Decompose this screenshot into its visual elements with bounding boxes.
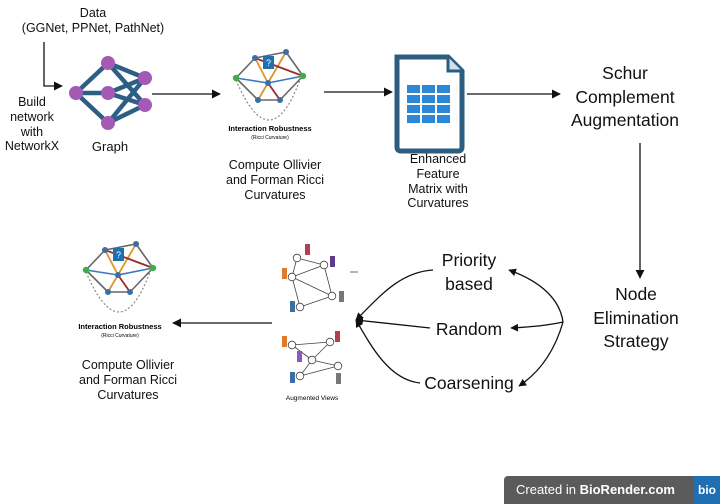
arrow-strategy-to-coarsening — [518, 321, 564, 387]
priority-based-option: Priority based — [441, 250, 497, 294]
question-mark-top: ? — [266, 58, 271, 68]
build-network-label: Build network with NetworkX — [4, 95, 60, 154]
graph-label: Graph — [91, 139, 129, 154]
interaction-robustness-label-bottom: Interaction Robustness — [78, 322, 161, 331]
arrow-coarsening-to-views — [355, 319, 421, 384]
enhanced-feature-matrix-label: Enhanced Feature Matrix with Curvatures — [407, 152, 469, 211]
ricci-curvature-icon-top: ? Interaction Robustness (Ricci Curvatur… — [228, 49, 312, 141]
data-sources-label: Data (GGNet, PPNet, PathNet) — [21, 6, 165, 35]
graph-icon — [69, 56, 152, 130]
arrow-priority-to-views — [355, 269, 434, 321]
ricci-curvature-icon-bottom: ? Interaction Robustness (Ricci Curvatur… — [78, 241, 162, 339]
arrow-strategy-to-random — [510, 321, 564, 332]
question-mark-bottom: ? — [116, 250, 121, 260]
node-elimination-strategy-label: Node Elimination Strategy — [593, 284, 679, 352]
biorender-badge-text: Created in BioRender.com — [516, 482, 675, 497]
arrow-data-to-graph — [43, 42, 63, 91]
feature-matrix-document-icon — [394, 54, 465, 154]
biorender-logo-icon: bio — [694, 476, 720, 504]
biorender-badge[interactable]: Created in BioRender.com bio — [504, 476, 720, 504]
biorender-brand-text: BioRender.com — [579, 482, 675, 497]
random-option: Random — [435, 319, 503, 339]
augmented-views-icon: Augmented Views — [282, 244, 358, 402]
ricci-curvature-label-top: (Ricci Curvature) — [251, 135, 289, 141]
coarsening-option: Coarsening — [424, 373, 514, 393]
interaction-robustness-label-top: Interaction Robustness — [228, 124, 311, 133]
compute-curvatures-bottom-label: Compute Ollivier and Forman Ricci Curvat… — [79, 358, 177, 402]
arrow-random-to-views — [355, 316, 431, 329]
arrow-strategy-to-priority — [508, 268, 564, 323]
augmented-views-label: Augmented Views — [286, 395, 339, 402]
compute-curvatures-top-label: Compute Ollivier and Forman Ricci Curvat… — [226, 158, 324, 202]
created-in-text: Created in — [516, 482, 576, 497]
schur-complement-label: Schur Complement Augmentation — [571, 63, 679, 131]
ricci-curvature-label-bottom: (Ricci Curvature) — [101, 333, 139, 339]
